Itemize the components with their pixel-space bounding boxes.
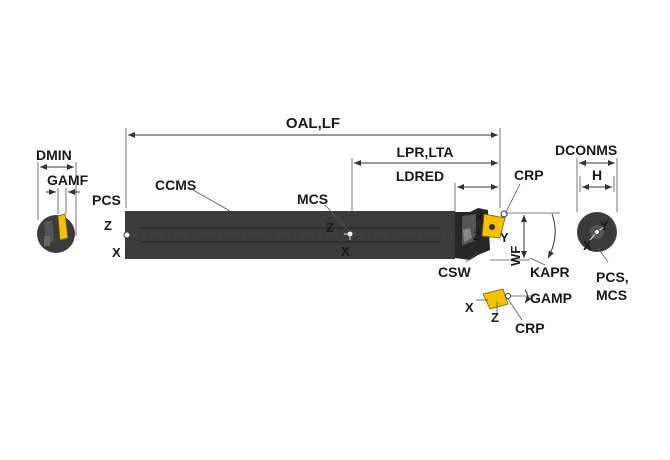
- crp-bottom-label: CRP: [515, 320, 545, 336]
- ldred-dimension: LDRED: [396, 168, 498, 212]
- right-end-view: [576, 158, 618, 263]
- lpr-lta-label: LPR,LTA: [396, 144, 453, 160]
- boring-bar-shank: [125, 211, 455, 259]
- pcs-x-axis-label: X: [112, 245, 121, 260]
- pcs-mcs-label-line1: PCS,: [596, 269, 629, 285]
- mcs-z-axis-label: Z: [326, 220, 334, 235]
- insert-detail-shape: [482, 288, 509, 310]
- lpr-lta-dimension: LPR,LTA: [351, 144, 498, 212]
- csw-callout: CSW: [438, 251, 479, 280]
- wf-label: WF: [508, 246, 523, 266]
- left-end-view: [37, 162, 80, 253]
- detail-x-axis-label: X: [465, 300, 474, 315]
- crp-top-callout: CRP: [505, 167, 544, 213]
- right-y-axis-label: Y: [600, 218, 609, 233]
- mcs-x-axis-label: X: [341, 244, 350, 259]
- pcs-left-marker: [123, 231, 131, 239]
- head-z-axis-label: Z: [473, 229, 480, 243]
- gamf-label: GAMF: [47, 172, 89, 188]
- insert-detail: [476, 288, 535, 321]
- detail-z-axis-label: Z: [491, 310, 499, 325]
- dmin-label: DMIN: [36, 147, 72, 163]
- ccms-callout: [192, 189, 231, 212]
- head-x-axis-label: X: [475, 210, 484, 225]
- h-label: H: [592, 167, 602, 183]
- pcs-mcs-label-line2: MCS: [596, 287, 627, 303]
- pcs-z-axis-label: Z: [104, 218, 112, 233]
- gamp-label: GAMP: [530, 290, 572, 306]
- pcs-left-label: PCS: [92, 192, 121, 208]
- oal-lf-dimension: OAL,LF: [125, 115, 501, 208]
- kapr-callout: KAPR: [529, 213, 570, 280]
- kapr-label: KAPR: [530, 264, 570, 280]
- ldred-label: LDRED: [396, 168, 444, 184]
- ccms-label: CCMS: [155, 177, 196, 193]
- dconms-label: DCONMS: [555, 142, 617, 158]
- mcs-marker: [324, 204, 354, 240]
- mcs-label: MCS: [297, 191, 328, 207]
- head-y-axis-label: Y: [500, 230, 509, 245]
- oal-lf-label: OAL,LF: [286, 115, 340, 132]
- boring-bar-head: [455, 208, 508, 260]
- wf-dimension: WF: [490, 212, 560, 266]
- csw-label: CSW: [438, 264, 471, 280]
- crp-top-label: CRP: [514, 167, 544, 183]
- right-x-axis-label: X: [583, 238, 592, 253]
